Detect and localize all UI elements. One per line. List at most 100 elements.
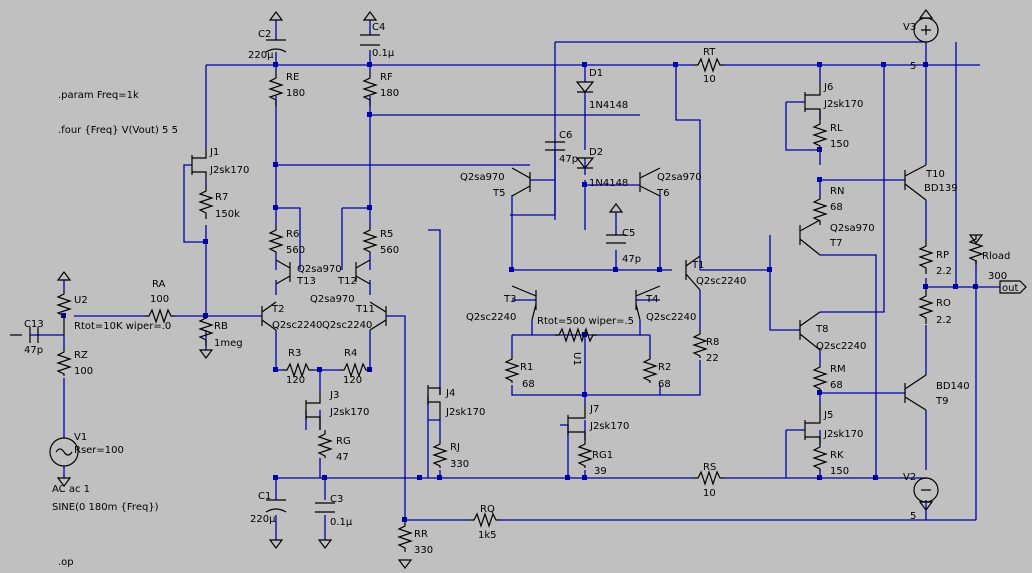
bjt-T12 bbox=[355, 259, 371, 285]
label-C6: C6 bbox=[559, 130, 572, 141]
grounds bbox=[10, 9, 984, 569]
label-C13: C13 bbox=[24, 319, 44, 330]
label-T10: T10 bbox=[925, 169, 945, 180]
resistor-U1 bbox=[555, 327, 597, 343]
label-RS: RS bbox=[703, 462, 716, 473]
diode-D1 bbox=[575, 81, 595, 93]
label-T4: T4 bbox=[645, 294, 658, 305]
cap-C3 bbox=[315, 502, 335, 513]
label-V1: V1 bbox=[74, 432, 87, 443]
label-T6: T6 bbox=[656, 188, 669, 199]
value-RG: 47 bbox=[336, 452, 349, 463]
resistor-RP bbox=[918, 240, 934, 274]
label-RN: RN bbox=[830, 186, 844, 197]
label-R7: R7 bbox=[215, 192, 228, 203]
label-RF: RF bbox=[380, 72, 393, 83]
cap-C1 bbox=[265, 499, 287, 513]
model-T8: Q2sc2240 bbox=[816, 341, 866, 352]
value-V1: Rser=100 bbox=[74, 445, 124, 456]
value-R4: 120 bbox=[343, 375, 362, 386]
value-RZ: 100 bbox=[74, 366, 93, 377]
label-V3: V3 bbox=[903, 22, 916, 33]
label-J1: J1 bbox=[209, 147, 219, 158]
bjt-T7 bbox=[799, 219, 821, 256]
value-RN: 68 bbox=[830, 202, 843, 213]
label-R2: R2 bbox=[658, 362, 671, 373]
resistor-U2 bbox=[56, 290, 72, 335]
value-V3: 5 bbox=[910, 61, 916, 72]
value-RF: 180 bbox=[380, 88, 399, 99]
resistor-RS bbox=[694, 470, 724, 486]
label-T11: T11 bbox=[355, 304, 375, 315]
model-D1: 1N4148 bbox=[589, 100, 628, 111]
model-J4: J2sk170 bbox=[445, 407, 485, 418]
value-RE: 180 bbox=[286, 88, 305, 99]
jfet-J5 bbox=[804, 405, 821, 445]
label-RE: RE bbox=[286, 72, 299, 83]
label-RQ: RQ bbox=[480, 504, 495, 515]
jfet-J7 bbox=[567, 405, 586, 440]
value-RK: 150 bbox=[830, 466, 849, 477]
value-R8: 22 bbox=[706, 353, 719, 364]
directive-op: .op bbox=[58, 557, 74, 568]
label-T8: T8 bbox=[815, 324, 828, 335]
diodes bbox=[575, 81, 595, 169]
value-RL: 150 bbox=[830, 139, 849, 150]
model-J5: J2sk170 bbox=[823, 429, 863, 440]
model-T13: Q2sa970 bbox=[297, 264, 342, 275]
resistor-RQ bbox=[470, 512, 500, 528]
model-T1: Q2sc2240 bbox=[696, 276, 746, 287]
bjt-T5 bbox=[511, 167, 531, 197]
label-T3: T3 bbox=[503, 294, 516, 305]
label-T9: T9 bbox=[935, 396, 948, 407]
label-RZ: RZ bbox=[74, 350, 88, 361]
model-T11: Q2sc2240 bbox=[322, 320, 372, 331]
cap-C13 bbox=[29, 327, 39, 343]
label-C1: C1 bbox=[258, 491, 271, 502]
label-Rload: Rload bbox=[982, 251, 1010, 262]
cap-C5 bbox=[606, 234, 626, 244]
resistor-Rload bbox=[968, 235, 984, 265]
label-C2: C2 bbox=[258, 29, 271, 40]
value-RT: 10 bbox=[703, 74, 716, 85]
value-Rload: 300 bbox=[988, 271, 1007, 282]
value-R2: 68 bbox=[658, 379, 671, 390]
value-RB: 1meg bbox=[214, 338, 243, 349]
ground-Rload bbox=[968, 234, 984, 244]
bjt-T13 bbox=[275, 259, 291, 285]
value-R6: 560 bbox=[286, 245, 305, 256]
value-RP: 2.2 bbox=[936, 266, 952, 277]
model-J7: J2sk170 bbox=[589, 421, 629, 432]
resistor-R2 bbox=[642, 355, 658, 383]
label-RK: RK bbox=[830, 450, 844, 461]
directive-four: .four {Freq} V(Vout) 5 5 bbox=[58, 125, 178, 136]
label-J6: J6 bbox=[823, 82, 833, 93]
ground-C2 bbox=[268, 11, 284, 21]
resistor-R3 bbox=[283, 362, 313, 378]
resistor-R6 bbox=[268, 226, 284, 254]
resistor-RT bbox=[694, 57, 724, 73]
label-R3: R3 bbox=[288, 348, 301, 359]
model-T6: Q2sa970 bbox=[657, 172, 702, 183]
ground-C5 bbox=[608, 203, 624, 213]
label-T13: T13 bbox=[296, 276, 316, 287]
value-RG1: 39 bbox=[594, 466, 607, 477]
label-R4: R4 bbox=[344, 348, 357, 359]
bjt-T1 bbox=[685, 255, 701, 291]
ac-V1: AC ac 1 bbox=[52, 484, 90, 495]
label-RA: RA bbox=[152, 279, 166, 290]
ground-V1 bbox=[56, 477, 72, 487]
bjt-T11 bbox=[369, 301, 387, 331]
resistor-RF bbox=[362, 72, 378, 106]
resistor-RJ bbox=[432, 440, 448, 468]
label-J4: J4 bbox=[445, 388, 455, 399]
value-U1: Rtot=500 wiper=.5 bbox=[537, 316, 634, 327]
label-C5: C5 bbox=[622, 228, 635, 239]
label-T12: T12 bbox=[337, 276, 357, 287]
label-J7: J7 bbox=[589, 404, 599, 415]
value-C3: 0.1µ bbox=[330, 517, 353, 528]
model-T9: BD140 bbox=[936, 381, 970, 392]
resistor-R8 bbox=[692, 330, 708, 358]
label-U1: U1 bbox=[571, 352, 582, 366]
ground-C1 bbox=[268, 539, 284, 549]
